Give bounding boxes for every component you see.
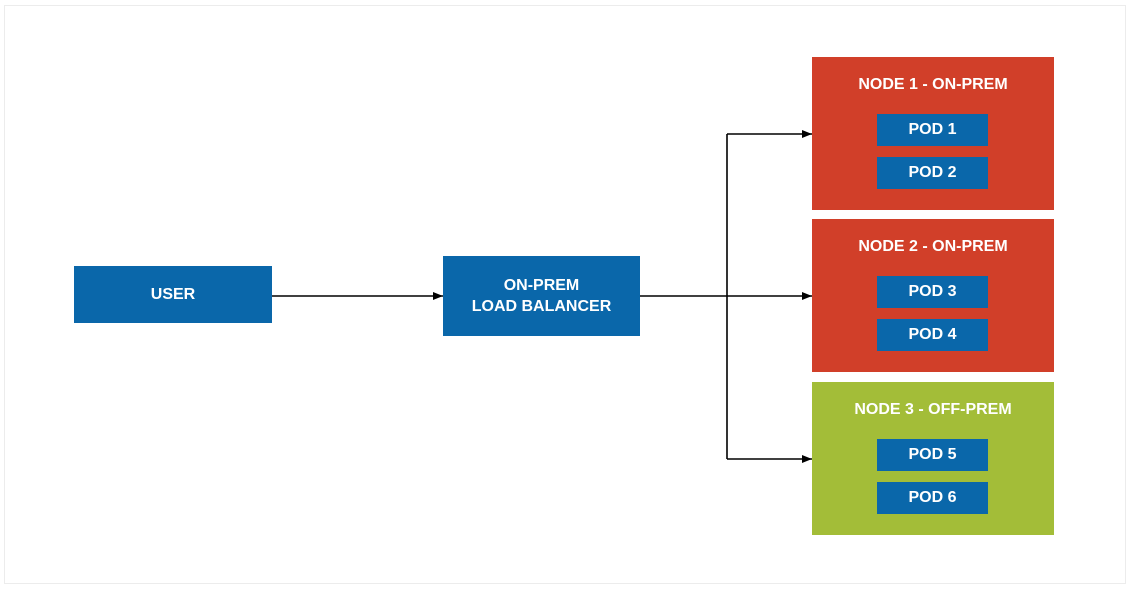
node-2-title: NODE 2 - ON-PREM <box>858 238 1008 255</box>
node-1-box: NODE 1 - ON-PREM POD 1 POD 2 <box>812 57 1054 210</box>
user-box: USER <box>74 266 272 323</box>
node-1-title: NODE 1 - ON-PREM <box>858 76 1008 93</box>
pod-2-box: POD 2 <box>877 157 988 189</box>
pod-6-box: POD 6 <box>877 482 988 514</box>
node-2-box: NODE 2 - ON-PREM POD 3 POD 4 <box>812 219 1054 372</box>
pod-1-box: POD 1 <box>877 114 988 146</box>
load-balancer-box: ON-PREM LOAD BALANCER <box>443 256 640 336</box>
pod-4-box: POD 4 <box>877 319 988 351</box>
pod-5-box: POD 5 <box>877 439 988 471</box>
diagram-frame <box>4 5 1126 584</box>
load-balancer-label: ON-PREM LOAD BALANCER <box>471 277 612 315</box>
pod-3-box: POD 3 <box>877 276 988 308</box>
user-label: USER <box>150 286 196 303</box>
node-3-title: NODE 3 - OFF-PREM <box>854 401 1012 418</box>
node-3-box: NODE 3 - OFF-PREM POD 5 POD 6 <box>812 382 1054 535</box>
